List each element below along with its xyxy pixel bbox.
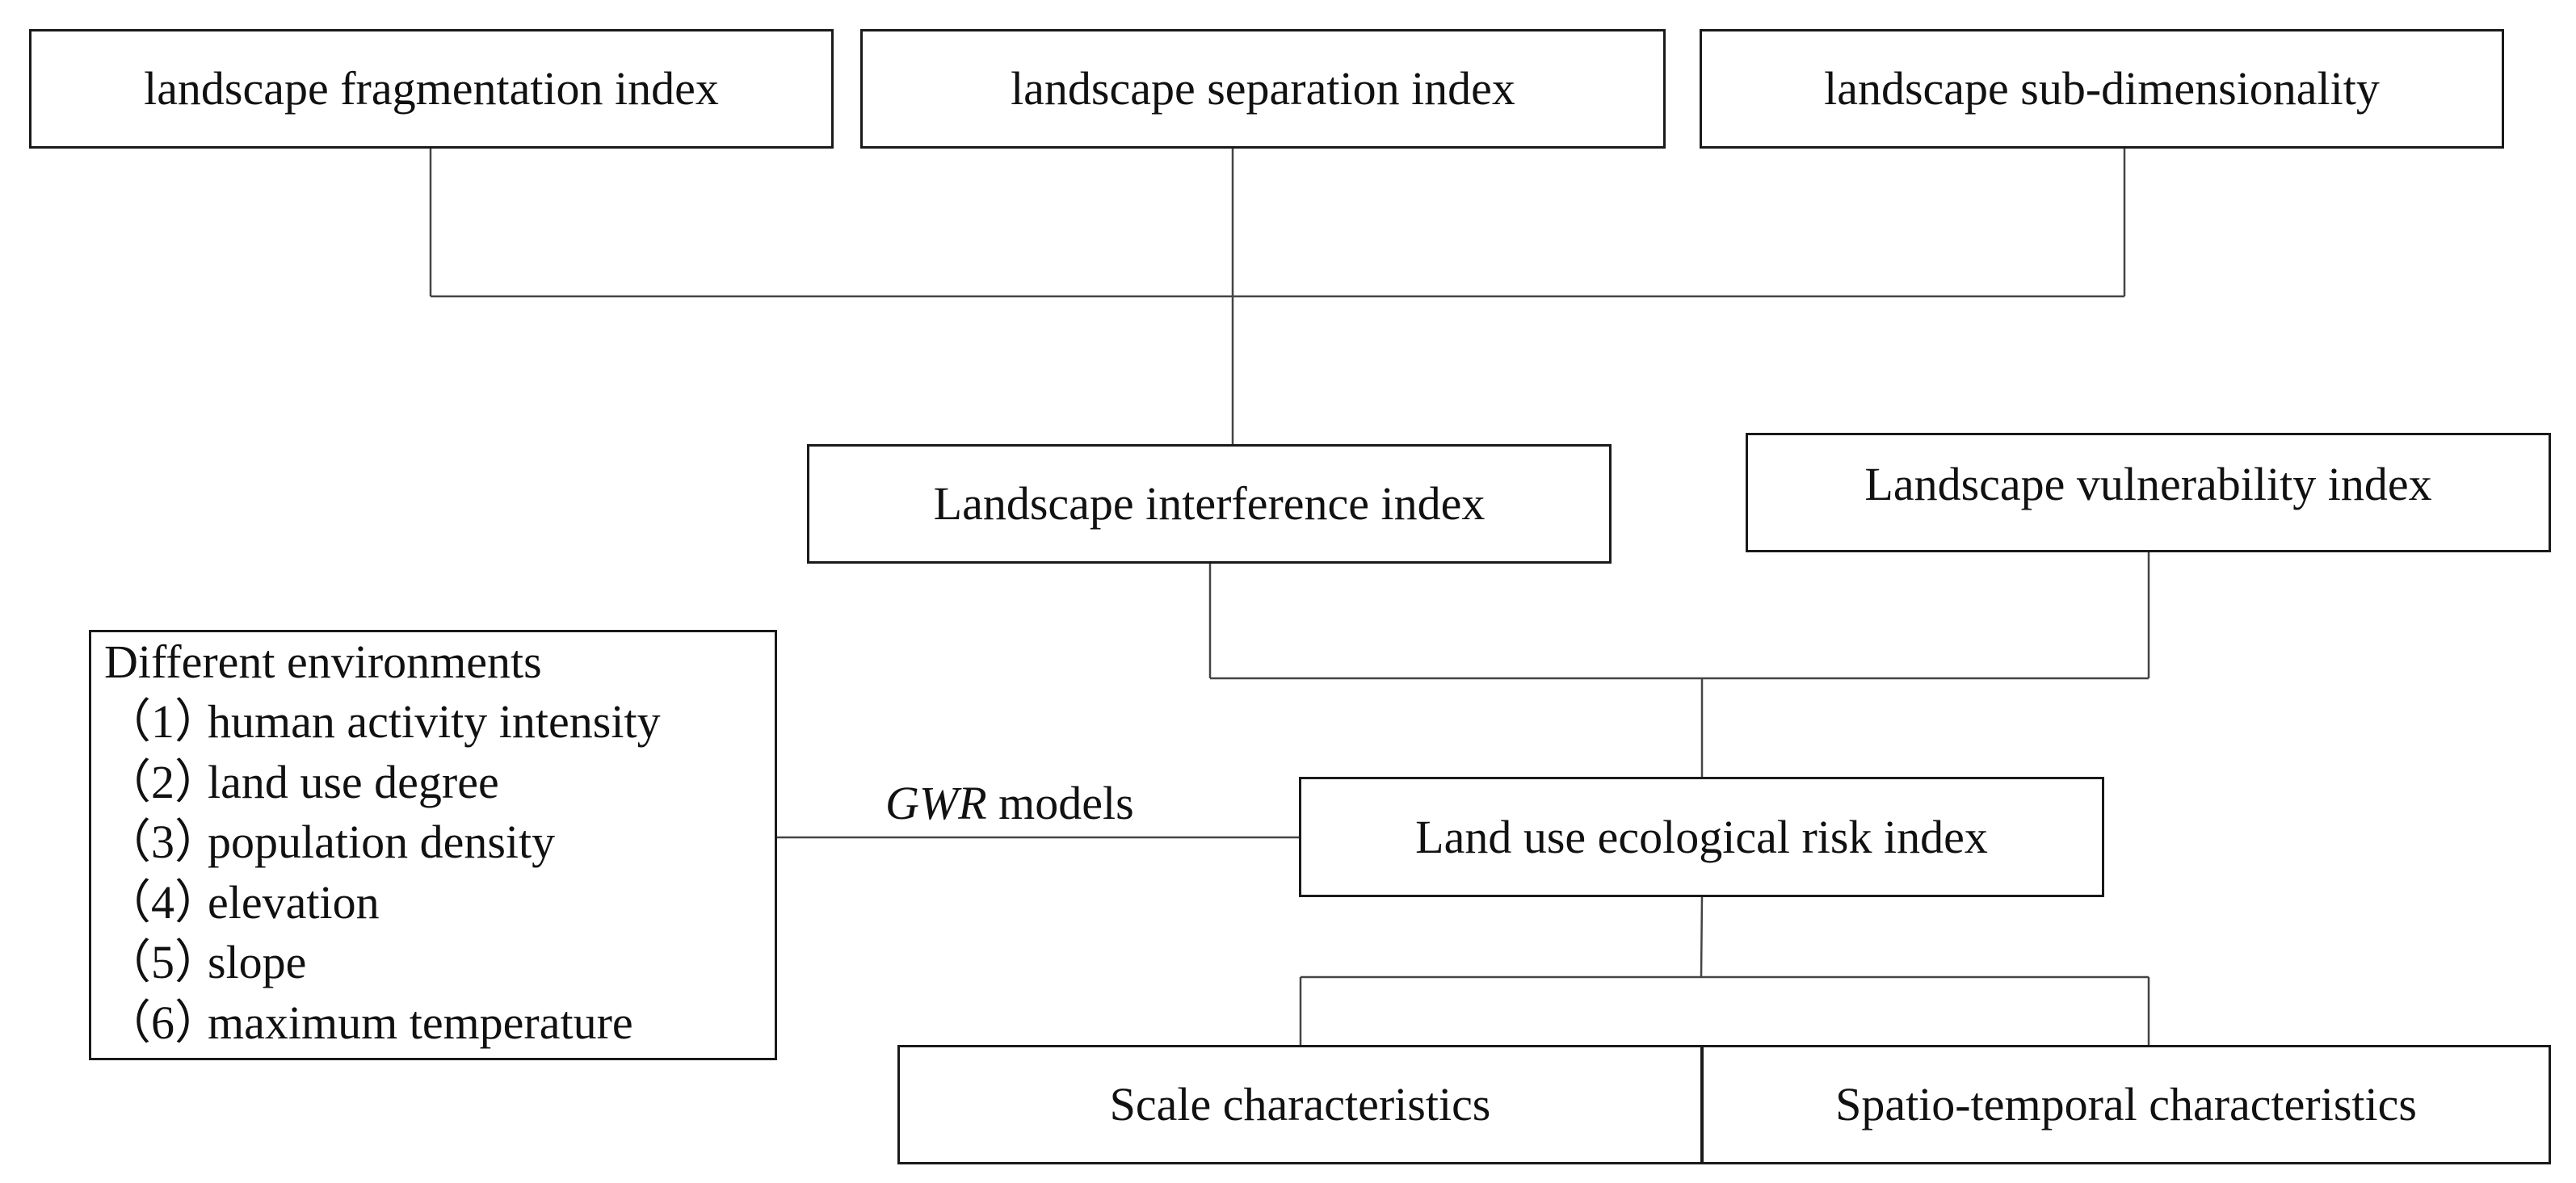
risk-index-label: Land use ecological risk index xyxy=(1415,810,1988,863)
gwr-acronym: GWR xyxy=(885,777,987,829)
connector-risk-down xyxy=(1700,896,1704,978)
scale-characteristics-box: Scale characteristics xyxy=(897,1045,1703,1164)
fragmentation-index-box: landscape fragmentation index xyxy=(29,29,834,149)
environment-item: （5） slope xyxy=(104,933,661,993)
interference-index-box: Landscape interference index xyxy=(807,444,1612,564)
vulnerability-index-label: Landscape vulnerability index xyxy=(1864,458,2432,510)
environment-item-text: maximum temperature xyxy=(208,996,633,1049)
environment-item-text: land use degree xyxy=(208,755,499,808)
environment-item-text: elevation xyxy=(208,875,380,929)
environment-item: （3） population density xyxy=(104,812,661,873)
environment-item: （6） maximum temperature xyxy=(104,993,661,1054)
environment-item-number: （1） xyxy=(104,695,222,748)
gwr-models-label: GWR models xyxy=(885,780,1134,827)
gwr-models-text: models xyxy=(986,777,1134,829)
environment-item-number: （6） xyxy=(104,996,222,1049)
environments-list: （1） human activity intensity （2） land us… xyxy=(104,692,661,1053)
environment-item-number: （5） xyxy=(104,936,222,988)
spatio-temporal-characteristics-label: Spatio-temporal characteristics xyxy=(1835,1078,2417,1131)
environment-item: （2） land use degree xyxy=(104,753,661,813)
vulnerability-index-box: Landscape vulnerability index xyxy=(1746,433,2551,552)
risk-index-box: Land use ecological risk index xyxy=(1299,777,2104,897)
fragmentation-index-label: landscape fragmentation index xyxy=(144,62,719,115)
environments-box: Different environments （1） human activit… xyxy=(89,630,777,1060)
interference-index-label: Landscape interference index xyxy=(933,477,1486,530)
environment-item-number: （2） xyxy=(104,755,222,808)
sub-dimensionality-label: landscape sub-dimensionality xyxy=(1824,62,2380,115)
environment-item-number: （4） xyxy=(104,875,222,929)
environment-item-text: human activity intensity xyxy=(208,695,661,748)
separation-index-label: landscape separation index xyxy=(1011,62,1515,115)
environments-title: Different environments xyxy=(104,636,542,688)
spatio-temporal-characteristics-box: Spatio-temporal characteristics xyxy=(1701,1045,2551,1164)
environment-item-text: slope xyxy=(208,936,307,988)
environment-item: （1） human activity intensity xyxy=(104,692,661,753)
scale-characteristics-label: Scale characteristics xyxy=(1109,1078,1491,1131)
sub-dimensionality-box: landscape sub-dimensionality xyxy=(1700,29,2504,149)
environment-item-number: （3） xyxy=(104,816,222,868)
separation-index-box: landscape separation index xyxy=(860,29,1666,149)
environment-item-text: population density xyxy=(208,816,556,868)
environment-item: （4） elevation xyxy=(104,873,661,933)
